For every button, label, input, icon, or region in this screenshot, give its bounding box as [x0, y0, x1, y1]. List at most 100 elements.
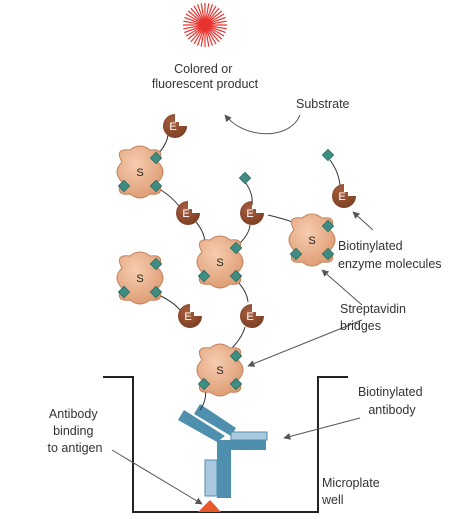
streptavidin: S [196, 235, 244, 289]
streptavidin-letter: S [136, 167, 143, 179]
biotin-icon [229, 377, 243, 391]
pointer-streptavidin-2 [247, 319, 363, 367]
streptavidin: S [116, 251, 164, 305]
burst-ray [204, 24, 227, 30]
burst-ray [204, 24, 214, 46]
burst-ray [204, 10, 223, 26]
burst-ray [204, 24, 226, 34]
biotin-icon [117, 285, 131, 299]
enzyme: E [240, 304, 264, 328]
label-streptavidin: Streptavidin bridges [340, 302, 410, 333]
enzyme-letter: E [184, 311, 191, 323]
label-substrate: Substrate [296, 97, 350, 111]
pointer-antibody [283, 417, 361, 440]
label-biotinylated-enzyme: Biotinylated enzyme molecules [338, 239, 442, 271]
burst-ray [204, 13, 225, 26]
enzyme-body [240, 304, 264, 328]
streptavidin: S [196, 343, 244, 397]
burst-ray [193, 24, 206, 45]
enzyme: E [178, 304, 202, 328]
biotin-icon [289, 247, 303, 261]
enzyme-letter: E [169, 121, 176, 133]
biotin-icon [149, 151, 163, 165]
burst-ray [187, 24, 206, 40]
enzyme: E [240, 201, 264, 225]
biotin-icon [149, 257, 163, 271]
burst-ray [193, 5, 206, 26]
biotin-icon [229, 269, 243, 283]
burst-ray [204, 24, 223, 40]
burst-ray [190, 7, 206, 26]
enzyme-body [178, 304, 202, 328]
label-antibody-binding: Antibody binding to antigen [48, 407, 103, 455]
burst-ray [204, 24, 225, 37]
burst-ray [204, 16, 226, 26]
streptavidin: S [116, 145, 164, 199]
free-biotin-icon [238, 171, 252, 185]
enzyme-body [240, 201, 264, 225]
enzyme-letter: E [246, 311, 253, 323]
burst-ray [200, 24, 206, 47]
burst-ray [185, 13, 206, 26]
burst-ray [190, 24, 206, 43]
burst-ray [204, 24, 210, 47]
biotin-icon [321, 247, 335, 261]
label-biotinylated-antibody: Biotinylated antibody [358, 385, 426, 417]
streptavidin-letter: S [216, 257, 223, 269]
molecules: S S S S S E E E E E E [116, 114, 356, 397]
burst-ray [196, 4, 206, 26]
enzyme: E [332, 184, 356, 208]
biotin-icon [229, 349, 243, 363]
antigen [198, 500, 221, 512]
burst-ray [204, 24, 217, 45]
pointer-enzyme [352, 211, 374, 231]
label-microplate: Microplate well [321, 476, 383, 507]
microplate-well [103, 376, 348, 513]
enzyme-letter: E [182, 208, 189, 220]
label-product: Colored or fluorescent product [152, 62, 259, 91]
biotin-icon [229, 241, 243, 255]
burst-ray [184, 24, 206, 34]
burst-ray [200, 3, 206, 26]
enzyme-body [163, 114, 187, 138]
burst-ray [183, 20, 206, 26]
streptavidin-letter: S [308, 235, 315, 247]
biotinylated-antibody [178, 404, 268, 498]
enzyme-body [176, 201, 200, 225]
biotin-icon [197, 377, 211, 391]
biotin-icon [197, 269, 211, 283]
enzyme: E [176, 201, 200, 225]
biotin-icon [321, 219, 335, 233]
streptavidin: S [288, 213, 336, 267]
streptavidin-letter: S [216, 365, 223, 377]
enzyme-body [332, 184, 356, 208]
streptavidin-letter: S [136, 273, 143, 285]
burst-ray [204, 5, 217, 26]
free-biotin-icon [321, 148, 335, 162]
burst-ray [184, 16, 206, 26]
burst-ray [204, 24, 220, 43]
pointer-streptavidin-1 [321, 269, 363, 306]
burst-ray [204, 3, 210, 26]
burst-ray [196, 24, 206, 46]
enzyme: E [163, 114, 187, 138]
substrate-arrow [224, 114, 301, 135]
fluorescent-burst-icon [183, 3, 227, 47]
burst-ray [204, 7, 220, 26]
burst-ray [185, 24, 206, 37]
pointer-antigen [111, 449, 203, 505]
biotin-icon [149, 179, 163, 193]
enzyme-letter: E [338, 191, 345, 203]
biotin-linker [157, 187, 181, 209]
burst-ray [204, 4, 214, 26]
enzyme-letter: E [246, 208, 253, 220]
burst-ray [183, 24, 206, 30]
burst-ray [204, 20, 227, 26]
burst-ray [187, 10, 206, 26]
biotin-linker [329, 159, 341, 189]
biotin-icon [149, 285, 163, 299]
biotin-linker [244, 181, 253, 206]
biotin-icon [117, 179, 131, 193]
